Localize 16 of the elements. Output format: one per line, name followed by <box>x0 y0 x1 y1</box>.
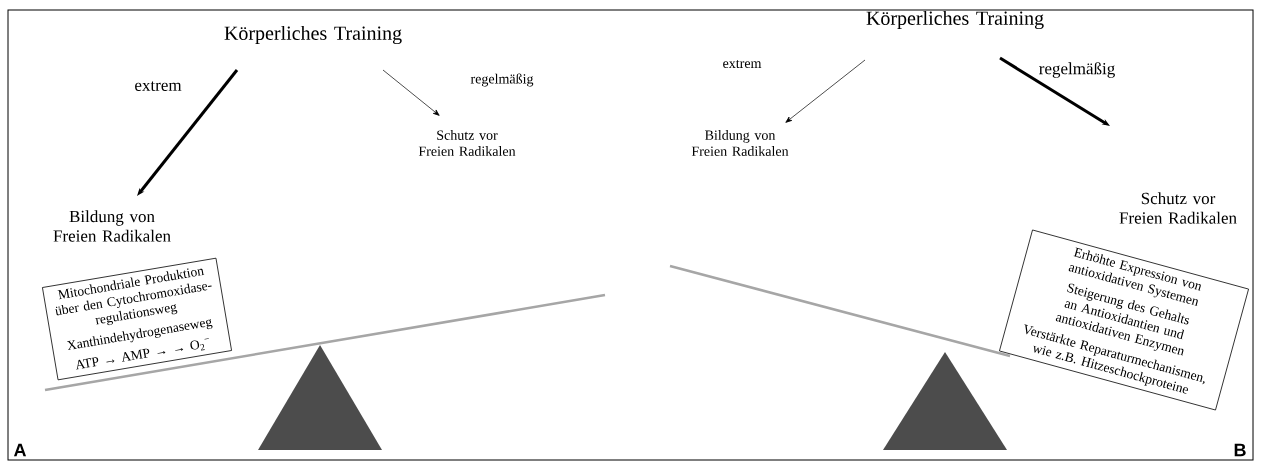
arrow <box>785 59 866 123</box>
heading-text: Schutz vor Freien Radikalen <box>1119 192 1237 224</box>
heading-text: Körperliches Training <box>224 25 402 45</box>
edge-label: extrem <box>133 80 183 92</box>
edge-label: regelmäßig <box>1037 61 1117 79</box>
arrow <box>999 56 1110 126</box>
edge-label: extrem <box>721 59 763 69</box>
arrow <box>382 69 440 116</box>
heading-text: Körperliches Training <box>866 10 1044 30</box>
panel-letter: A <box>13 443 27 457</box>
arrow <box>137 69 239 196</box>
heading-text: Bildung von Freien Radikalen <box>53 210 171 242</box>
heading-text: Bildung von Freien Radikalen <box>691 130 789 156</box>
heading-text: Schutz vor Freien Radikalen <box>418 130 516 156</box>
panel-letter: B <box>1234 443 1246 457</box>
edge-label: regelmäßig <box>469 72 535 88</box>
